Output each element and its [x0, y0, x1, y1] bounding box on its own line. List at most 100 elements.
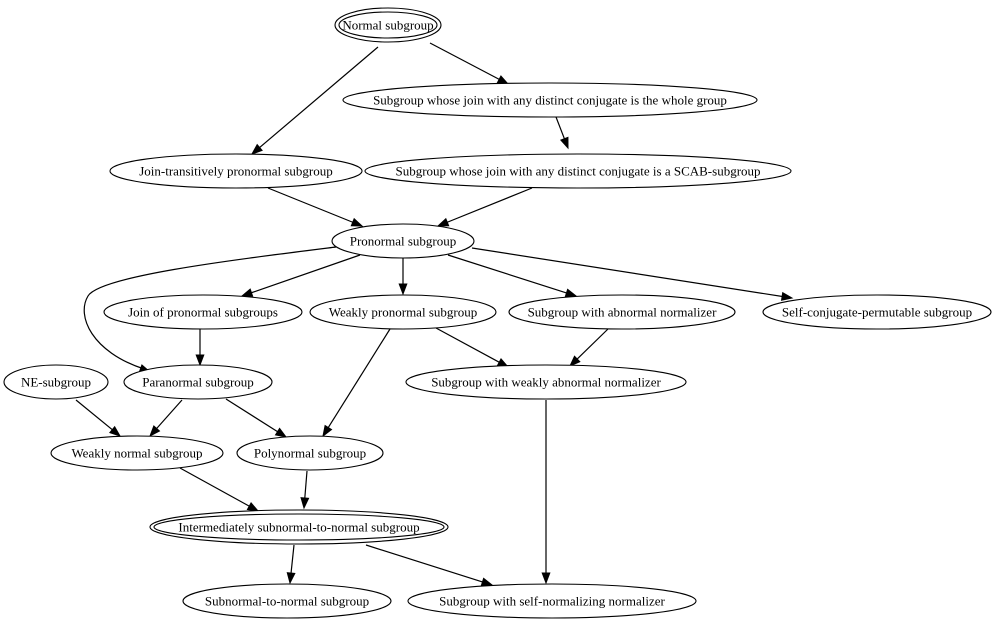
- arrowhead: [568, 355, 581, 367]
- node-abn-norm[interactable]: Subgroup with abnormal normalizer: [508, 294, 736, 330]
- edge-intermed-to-subnormal_tn: [286, 544, 296, 585]
- edge-line: [83, 246, 337, 370]
- edge-weak_pron-to-polynormal: [322, 328, 391, 438]
- node-weak-normal[interactable]: Weakly normal subgroup: [50, 435, 224, 471]
- edge-line: [555, 116, 566, 141]
- edge-weak_pron-to-weak_abn: [435, 327, 510, 368]
- node-self-conj[interactable]: Self-conjugate-permutable subgroup: [762, 294, 992, 330]
- node-label: Normal subgroup: [342, 18, 433, 33]
- node-label: Join-transitively pronormal subgroup: [139, 164, 333, 179]
- edge-line: [179, 467, 252, 508]
- arrowhead: [109, 425, 122, 437]
- node-ne[interactable]: NE-subgroup: [3, 364, 109, 400]
- edge-line: [447, 254, 569, 295]
- edge-line: [326, 328, 391, 430]
- edge-line: [225, 398, 280, 434]
- arrowhead: [286, 572, 296, 585]
- node-ellipse: [109, 153, 363, 189]
- arrowhead: [559, 136, 569, 150]
- node-ellipse: [405, 364, 687, 400]
- node-ellipse: [50, 435, 224, 471]
- node-polynormal[interactable]: Polynormal subgroup: [236, 435, 384, 471]
- edge-line: [445, 187, 533, 224]
- edge-line: [435, 327, 502, 364]
- node-paranormal[interactable]: Paranormal subgroup: [123, 364, 273, 400]
- node-ellipse: [309, 294, 497, 330]
- node-ellipse: [3, 364, 109, 400]
- edge-pronormal-to-weak_pron: [398, 258, 408, 296]
- arrowhead: [564, 288, 578, 298]
- node-self-norm[interactable]: Subgroup with self-normalizing normalize…: [407, 583, 697, 619]
- node-label: Join of pronormal subgroups: [128, 305, 278, 320]
- node-label: Subgroup with self-normalizing normalize…: [439, 594, 665, 609]
- node-ellipse-inner: [338, 11, 438, 39]
- arrowhead: [496, 75, 510, 85]
- node-ellipse: [342, 82, 758, 118]
- arrowhead: [246, 501, 260, 512]
- arrowhead: [322, 424, 333, 438]
- node-join-whole[interactable]: Subgroup whose join with any distinct co…: [342, 82, 758, 118]
- arrowhead: [274, 427, 288, 438]
- node-ellipse: [364, 153, 792, 189]
- edge-join_pron-to-paranormal: [195, 329, 205, 367]
- node-ellipse: [331, 223, 475, 259]
- edge-normal-to-join_whole: [429, 42, 510, 85]
- arrowhead: [480, 577, 494, 587]
- node-label: Subgroup whose join with any distinct co…: [373, 93, 727, 108]
- edge-join_scab-to-pronormal: [436, 187, 533, 227]
- node-label: Subgroup with weakly abnormal normalizer: [431, 375, 661, 390]
- node-normal[interactable]: Normal subgroup: [334, 7, 442, 43]
- node-label: Subnormal-to-normal subgroup: [205, 594, 369, 609]
- edge-abn_norm-to-weak_abn: [568, 328, 609, 367]
- edge-line: [154, 399, 183, 431]
- edge-line: [471, 247, 785, 298]
- edge-pronormal-to-self_conj: [471, 247, 794, 301]
- arrowhead: [250, 143, 263, 155]
- node-ellipse-inner: [153, 513, 445, 541]
- edge-line: [249, 254, 361, 294]
- edge-line: [365, 544, 485, 584]
- arrowhead: [240, 288, 254, 297]
- node-label: Weakly pronormal subgroup: [329, 305, 477, 320]
- node-ellipse: [103, 294, 303, 330]
- node-ellipse: [123, 364, 273, 400]
- node-label: Subgroup with abnormal normalizer: [528, 305, 717, 320]
- arrowhead: [436, 217, 450, 227]
- arrowhead: [300, 497, 310, 510]
- arrowhead: [780, 291, 794, 301]
- edge-normal-to-join_trans: [250, 46, 379, 155]
- node-ellipse: [182, 583, 392, 619]
- node-weak-abn[interactable]: Subgroup with weakly abnormal normalizer: [405, 364, 687, 400]
- edge-pronormal-to-join_pron: [240, 254, 361, 297]
- edge-line: [304, 470, 308, 501]
- arrowhead: [195, 354, 205, 367]
- edge-polynormal-to-intermed: [300, 470, 310, 510]
- edge-line: [429, 42, 502, 81]
- node-ellipse: [236, 435, 384, 471]
- node-intermed[interactable]: Intermediately subnormal-to-normal subgr…: [149, 509, 449, 545]
- node-pronormal[interactable]: Pronormal subgroup: [331, 223, 475, 259]
- edge-ne-to-weak_normal: [75, 399, 122, 437]
- edge-line: [75, 399, 115, 432]
- node-ellipse: [508, 294, 736, 330]
- node-join-pron[interactable]: Join of pronormal subgroups: [103, 294, 303, 330]
- node-ellipse: [762, 294, 992, 330]
- arrowhead: [350, 217, 364, 227]
- edge-line: [267, 187, 355, 224]
- arrowhead: [149, 425, 161, 438]
- arrowhead: [398, 283, 408, 296]
- arrowhead: [541, 572, 551, 585]
- node-weak-pron[interactable]: Weakly pronormal subgroup: [309, 294, 497, 330]
- node-label: Pronormal subgroup: [350, 234, 457, 249]
- edge-join_trans-to-pronormal: [267, 187, 364, 227]
- edge-join_whole-to-join_scab: [555, 116, 569, 150]
- node-join-trans[interactable]: Join-transitively pronormal subgroup: [109, 153, 363, 189]
- edge-paranormal-to-weak_normal: [149, 399, 183, 438]
- node-subnormal-tn[interactable]: Subnormal-to-normal subgroup: [182, 583, 392, 619]
- node-label: Polynormal subgroup: [254, 446, 366, 461]
- node-join-scab[interactable]: Subgroup whose join with any distinct co…: [364, 153, 792, 189]
- edge-paranormal-to-polynormal: [225, 398, 288, 438]
- node-label: Self-conjugate-permutable subgroup: [782, 305, 972, 320]
- node-label: NE-subgroup: [21, 375, 91, 390]
